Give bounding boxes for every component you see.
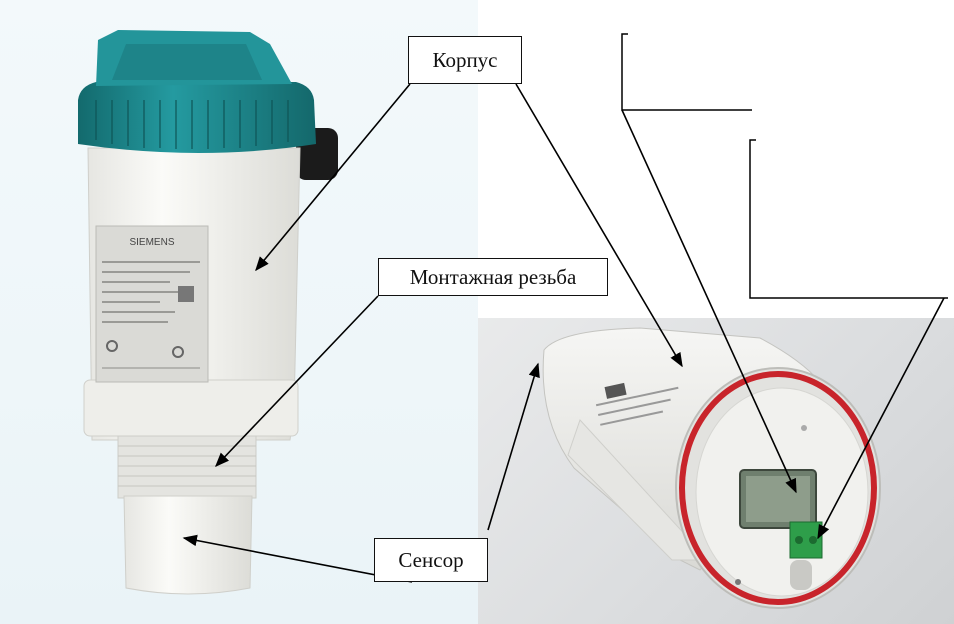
nameplate-brand: SIEMENS	[129, 237, 174, 248]
qr-code	[178, 286, 194, 302]
right-nameplate	[595, 382, 679, 426]
teal-cap	[78, 30, 316, 153]
cable-slot	[790, 560, 812, 590]
housing-flange	[83, 379, 299, 437]
mounting-thread-label: Монтажная резьба	[378, 258, 608, 296]
terminal-block	[789, 521, 823, 559]
left-device: SIEMENS	[78, 30, 338, 595]
seal-ring	[679, 371, 877, 605]
right-device	[542, 327, 881, 609]
nameplate: SIEMENS	[95, 225, 209, 383]
mounting-thread-part	[117, 435, 257, 499]
sensor-tube	[123, 495, 253, 595]
bracket-lines	[621, 33, 948, 299]
housing-label: Корпус	[408, 36, 522, 84]
callout-arrows	[182, 83, 945, 583]
sensor-label: Сенсор	[374, 538, 488, 582]
